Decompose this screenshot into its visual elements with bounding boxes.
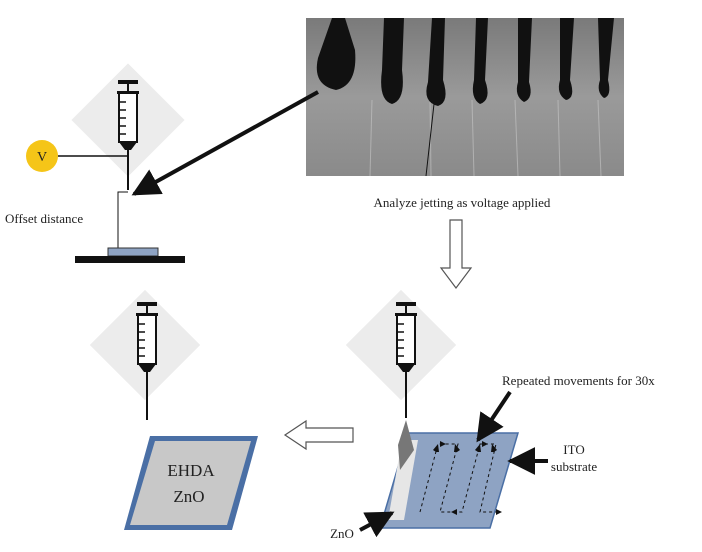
offset-distance-label: Offset distance bbox=[5, 211, 83, 226]
ito-label-line1: ITO bbox=[563, 442, 584, 457]
zno-stripe bbox=[388, 440, 418, 520]
jetting-photo bbox=[306, 18, 624, 177]
stage-plate bbox=[75, 256, 185, 263]
arrow-left-icon bbox=[283, 419, 354, 451]
voltage-source-icon bbox=[26, 140, 58, 172]
ehda-film bbox=[130, 441, 251, 525]
ehda-label-line2: ZnO bbox=[173, 487, 204, 506]
sample-substrate bbox=[107, 247, 159, 257]
jet-cone bbox=[398, 420, 414, 470]
offset-bracket bbox=[117, 191, 128, 249]
voltage-label: V bbox=[37, 150, 47, 165]
analyze-label: Analyze jetting as voltage applied bbox=[374, 195, 551, 210]
result-group: EHDA ZnO bbox=[89, 289, 258, 530]
pointer-arrow bbox=[131, 90, 319, 196]
repeated-movements-label: Repeated movements for 30x bbox=[502, 373, 655, 388]
ito-label-line2: substrate bbox=[551, 459, 597, 474]
ehda-label-line1: EHDA bbox=[167, 461, 215, 480]
arrow-down-icon bbox=[439, 219, 473, 289]
printing-group: Repeated movements for 30x ITO substrate… bbox=[330, 289, 655, 541]
movement-arrowheads bbox=[433, 441, 502, 515]
zno-label: ZnO bbox=[330, 526, 354, 541]
zno-pointer-arrow bbox=[359, 511, 395, 538]
movement-path bbox=[419, 443, 500, 513]
setup-group: V Offset distance bbox=[5, 63, 185, 263]
repeated-pointer-arrow bbox=[476, 390, 512, 443]
